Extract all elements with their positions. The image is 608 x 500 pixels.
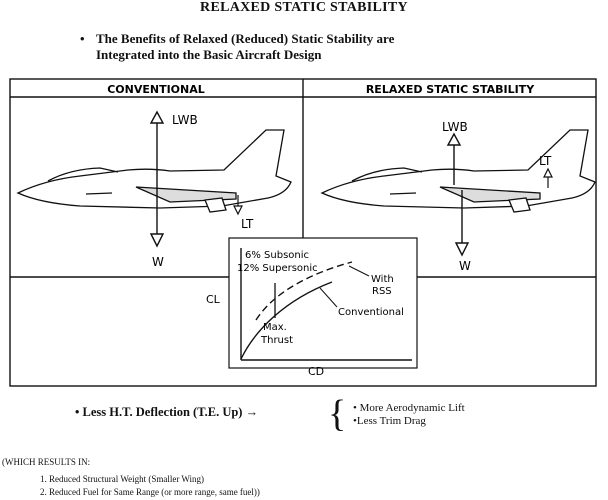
rss-w-label: W	[459, 259, 471, 273]
deflection-bullet: • Less H.T. Deflection (T.E. Up) →	[75, 405, 258, 420]
bullet-dot: •	[75, 405, 83, 419]
polar-axes	[240, 248, 412, 361]
conventional-header: CONVENTIONAL	[107, 83, 205, 96]
conventional-polar-curve	[240, 281, 333, 360]
conventional-weight-arrow	[149, 188, 165, 248]
subsonic-label: 6% Subsonic	[245, 250, 309, 261]
benefit-item: 2. Reduced Fuel for Same Range (or more …	[40, 487, 260, 497]
conventional-lt-label: LT	[241, 217, 254, 231]
rss-lift-arrow	[446, 132, 462, 185]
main-bullet: • The Benefits of Relaxed (Reduced) Stat…	[80, 31, 394, 63]
conventional-curve-label: Conventional	[338, 307, 404, 318]
rss-lwb-label: LWB	[442, 120, 468, 134]
result-item: • More Aerodynamic Lift	[353, 402, 465, 414]
conventional-lift-arrow	[149, 110, 165, 188]
conventional-w-label: W	[152, 255, 164, 269]
rss-header: RELAXED STATIC STABILITY	[366, 83, 535, 96]
rss-lt-label: LT	[539, 154, 552, 168]
conventional-lwb-label: LWB	[172, 113, 198, 127]
supersonic-label: 12% Supersonic	[237, 263, 318, 274]
thrust-label: Thrust	[260, 335, 293, 346]
rss-weight-arrow	[454, 190, 470, 257]
which-results-heading: (WHICH RESULTS IN:	[2, 457, 91, 467]
conventional-aircraft	[16, 129, 292, 213]
rss-polar-curve	[255, 261, 353, 321]
cd-axis-label: CD	[308, 365, 324, 378]
max-label: Max.	[263, 322, 287, 333]
conventional-tail-arrow	[233, 195, 243, 216]
results-list: • More Aerodynamic Lift •Less Trim Drag	[353, 402, 465, 428]
main-bullet-line-2: Integrated into the Basic Aircraft Desig…	[96, 47, 322, 62]
conventional-pointer	[319, 287, 338, 308]
results-brace: {	[328, 393, 347, 435]
with-rss-label-1: With	[371, 274, 394, 285]
deflection-text: Less H.T. Deflection (T.E. Up) →	[82, 405, 259, 419]
result-item: •Less Trim Drag	[353, 415, 426, 427]
with-rss-label-2: RSS	[372, 286, 392, 297]
polar-inset-box	[228, 237, 418, 369]
with-rss-pointer	[348, 265, 370, 277]
bullet-dot: •	[80, 31, 85, 46]
rss-tail-arrow	[543, 167, 553, 188]
benefit-item: 1. Reduced Structural Weight (Smaller Wi…	[40, 474, 205, 484]
cl-axis-label: CL	[206, 293, 221, 306]
page-title: RELAXED STATIC STABILITY	[200, 0, 408, 15]
benefits-list: 1. Reduced Structural Weight (Smaller Wi…	[40, 473, 260, 499]
main-bullet-line-1: The Benefits of Relaxed (Reduced) Static…	[96, 31, 395, 46]
